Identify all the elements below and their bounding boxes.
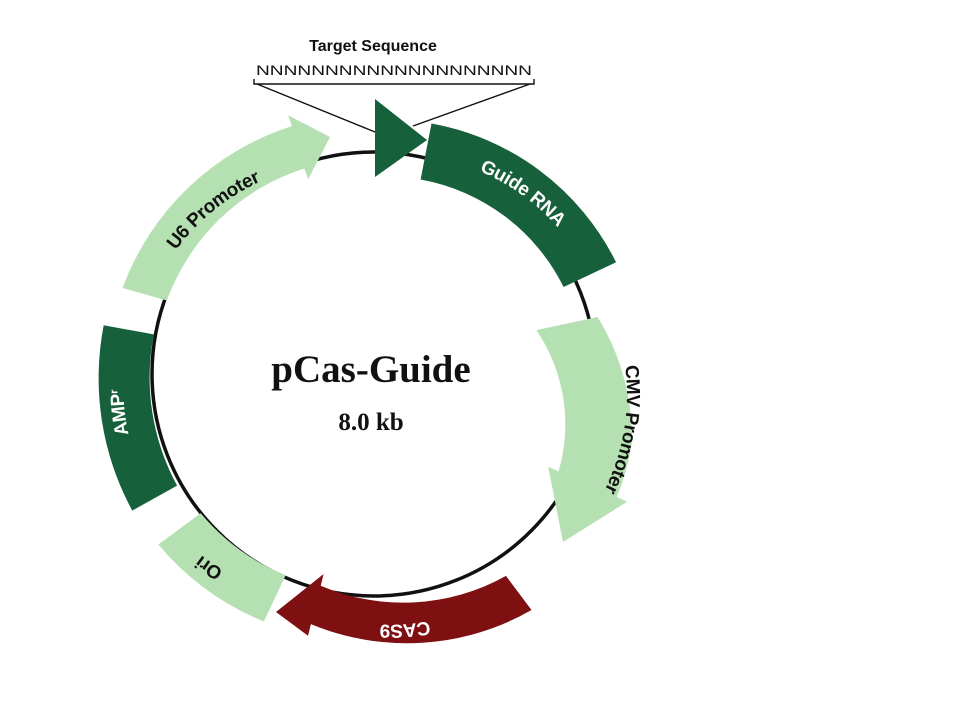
guide-rna-segment [420, 123, 617, 287]
ori-segment [158, 513, 286, 622]
target-sequence-text: NNNNNNNNNNNNNNNNNNNN [256, 63, 532, 78]
callout-right-line [412, 83, 531, 127]
amp-feature: AMPr [98, 325, 178, 511]
callout-left-line [256, 83, 376, 133]
cmv-promoter-feature: CMV Promoter [536, 317, 643, 542]
callout-bracket-line [253, 79, 535, 85]
ori-feature: Ori [158, 513, 286, 622]
cas9-arrow [276, 574, 532, 644]
target-insert-marker [375, 99, 427, 177]
cmv-promoter-arrow [536, 317, 632, 542]
plasmid-name: pCas-Guide [271, 348, 470, 391]
amp-label-superscript: r [108, 389, 120, 394]
target-sequence-callout: Target Sequence NNNNNNNNNNNNNNNNNNNN [253, 38, 535, 133]
u6-promoter-arrow [122, 115, 330, 301]
cas9-feature: CAS9 [276, 574, 532, 644]
u6-promoter-feature: U6 Promoter [122, 115, 330, 301]
cas9-label: CAS9 [379, 616, 431, 640]
target-sequence-title: Target Sequence [309, 38, 437, 55]
plasmid-size: 8.0 kb [338, 409, 403, 436]
amp-segment [98, 325, 178, 511]
guide-rna-feature: Guide RNA [420, 123, 617, 287]
